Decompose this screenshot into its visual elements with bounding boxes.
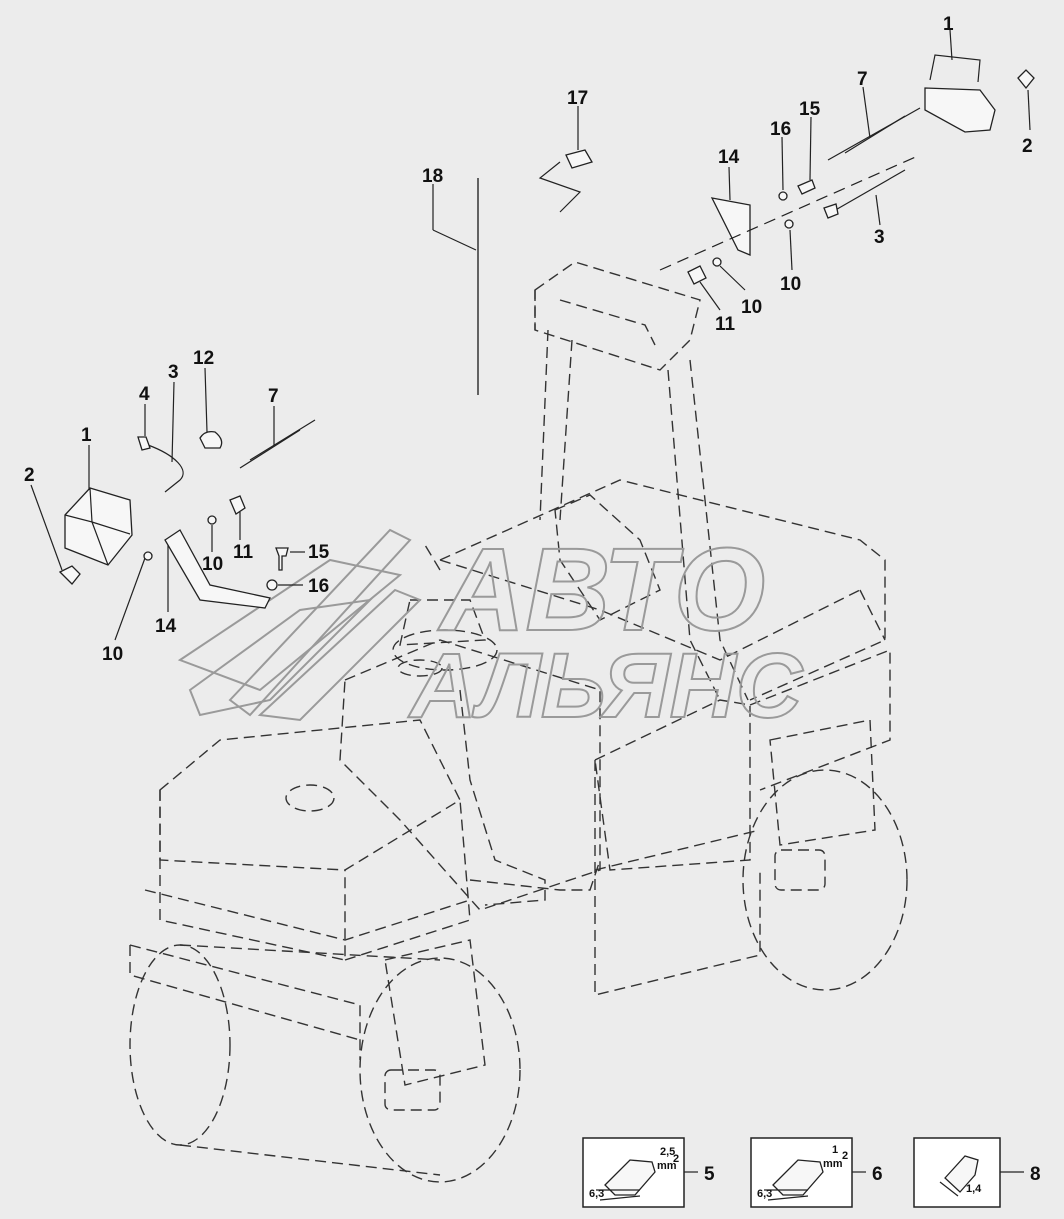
bolt-left-icon bbox=[275, 547, 289, 571]
roller-machine-outline bbox=[129, 261, 908, 1183]
flat-connector-icon bbox=[772, 1159, 824, 1196]
callout-label: 2 bbox=[24, 465, 35, 486]
callout-label: 11 bbox=[233, 542, 254, 563]
callout-label: 7 bbox=[268, 386, 279, 407]
watermark-logo: АВТО АЛЬЯНС bbox=[177, 523, 805, 738]
connector-6-unit: mm bbox=[823, 1158, 843, 1170]
callout-labels: 1 2 3 4 7 12 1 2 10 11 15 16 10 14 17 18… bbox=[24, 14, 1033, 665]
connector-8-spec-bottom: 1,4 bbox=[966, 1183, 982, 1195]
callout-label: 1 bbox=[81, 425, 92, 446]
callout-label: 10 bbox=[202, 554, 223, 575]
connector-6-spec-top: 1 bbox=[832, 1144, 838, 1156]
callout-label: 18 bbox=[422, 166, 443, 187]
connector-box-5: 2,5 mm 2 6,3 5 bbox=[582, 1137, 715, 1208]
connector-6-spec-bottom: 6,3 bbox=[757, 1188, 772, 1200]
callout-label: 12 bbox=[193, 348, 214, 369]
bulb-right-icon bbox=[1017, 69, 1035, 90]
callout-label: 16 bbox=[770, 119, 791, 140]
callout-label: 10 bbox=[741, 297, 762, 318]
round-connector-icon bbox=[944, 1155, 979, 1193]
bolt-right-icon bbox=[797, 179, 816, 195]
knob-right-icon bbox=[687, 265, 707, 285]
callout-label: 3 bbox=[874, 227, 885, 248]
connector-6-exp: 2 bbox=[842, 1150, 848, 1162]
connector-5-spec-top: 2,5 bbox=[660, 1146, 675, 1158]
connector-box-6: 1 mm 2 6,3 6 bbox=[750, 1137, 883, 1208]
callout-label: 15 bbox=[799, 99, 821, 120]
connector-box-8: 1,4 8 bbox=[913, 1137, 1041, 1208]
washer-left-b-icon bbox=[143, 551, 153, 561]
connector-5-exp: 2 bbox=[673, 1153, 679, 1165]
rod-left-icon bbox=[239, 429, 301, 469]
washer-right-b-icon bbox=[784, 219, 794, 229]
callout-label: 14 bbox=[155, 616, 177, 637]
connector-5-unit: mm bbox=[657, 1160, 677, 1172]
callout-label: 7 bbox=[857, 69, 868, 90]
watermark-line2: АЛЬЯНС bbox=[408, 635, 804, 737]
watermark-line1: АВТО bbox=[437, 524, 765, 656]
connector-5-item: 5 bbox=[704, 1164, 715, 1185]
callout-label: 15 bbox=[308, 542, 330, 563]
washer-right-c-icon bbox=[712, 257, 722, 267]
right-lamp-assembly bbox=[477, 54, 1035, 395]
callout-label: 14 bbox=[718, 147, 740, 168]
bulb-left-icon bbox=[58, 565, 81, 585]
callout-label: 2 bbox=[1022, 136, 1033, 157]
callout-label: 3 bbox=[168, 362, 179, 383]
callout-label: 11 bbox=[715, 314, 736, 335]
callout-label: 1 bbox=[943, 14, 954, 35]
switch-icon bbox=[565, 149, 593, 169]
plug-left-icon bbox=[137, 436, 151, 451]
cable-right-icon bbox=[831, 169, 906, 213]
callout-label: 17 bbox=[567, 88, 588, 109]
bracket-right-icon bbox=[710, 197, 751, 256]
washer-right-a-icon bbox=[778, 191, 788, 201]
connector-6-item: 6 bbox=[872, 1164, 883, 1185]
work-lamp-right-icon bbox=[924, 87, 996, 133]
callout-label: 16 bbox=[308, 576, 329, 597]
connector-5-spec-bottom: 6,3 bbox=[589, 1188, 604, 1200]
bracket-left-icon bbox=[164, 529, 271, 609]
leader-lines bbox=[30, 29, 1031, 641]
connector-8-item: 8 bbox=[1030, 1164, 1041, 1185]
callout-label: 10 bbox=[102, 644, 123, 665]
work-lamp-left-icon bbox=[64, 487, 133, 566]
callout-label: 4 bbox=[139, 384, 150, 405]
washer-left-a-icon bbox=[207, 515, 217, 525]
nut-left-icon bbox=[266, 579, 278, 591]
left-lamp-assembly bbox=[58, 419, 316, 609]
knob-left-icon bbox=[229, 495, 246, 515]
flat-connector-icon bbox=[604, 1159, 656, 1196]
callout-label: 10 bbox=[780, 274, 801, 295]
cable-left-icon bbox=[147, 444, 184, 493]
hose-clamp-icon bbox=[199, 430, 223, 449]
